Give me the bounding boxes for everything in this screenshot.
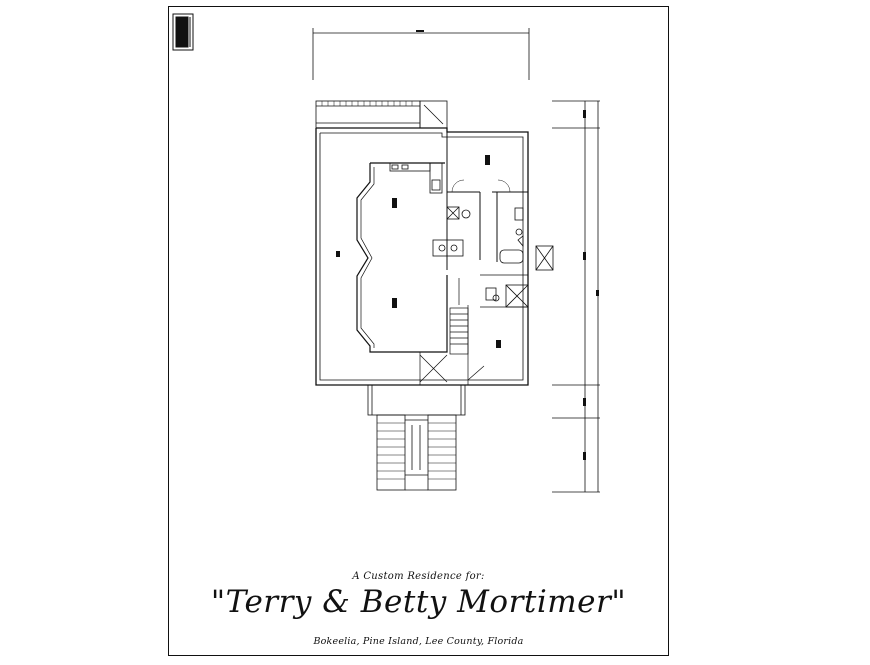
front-entry-stairs [367,384,466,491]
interior-stair [419,278,485,385]
right-dimension-lines [552,100,600,493]
room-label-marks [336,155,501,348]
bathrooms [446,206,554,308]
top-dimension-line [312,28,530,80]
subtitle-text: A Custom Residence for: [352,571,485,582]
client-name-title: "Terry & Betty Mortimer" [210,584,627,620]
bedroom-top-right [446,132,528,270]
location-text: Bokeelia, Pine Island, Lee County, Flori… [313,636,524,647]
north-arrow-icon [172,13,194,51]
top-deck [315,100,448,129]
living-bay-walls [356,162,448,353]
kitchen-counters [389,162,464,257]
exterior-walls [315,127,529,386]
